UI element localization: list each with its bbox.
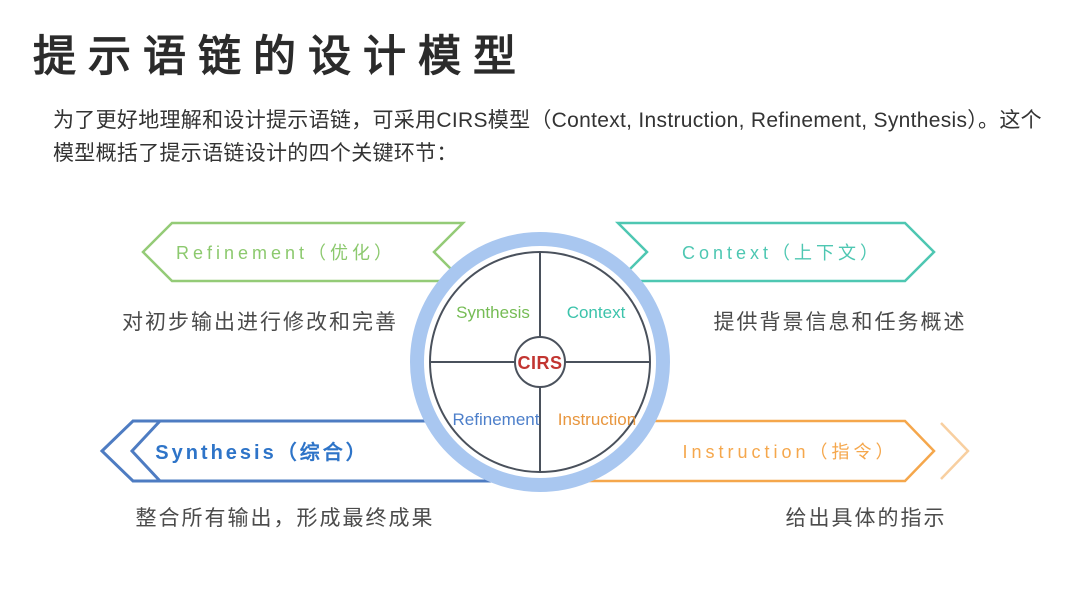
intro-line-1: 为了更好地理解和设计提示语链，可采用CIRS模型（Context, Instru… [53, 109, 1042, 132]
intro-paragraph: 为了更好地理解和设计提示语链，可采用CIRS模型（Context, Instru… [53, 104, 1042, 170]
context-description: 提供背景信息和任务概述 [713, 311, 967, 334]
instruction-banner-label: Instruction（指令） [682, 442, 897, 462]
refinement-banner-label: Refinement（优化） [176, 243, 396, 263]
synthesis-banner-inner-chevron [129, 419, 162, 483]
intro-line-2: 模型概括了提示语链设计的四个关键环节： [53, 142, 458, 165]
page-title: 提示语链的设计模型 [33, 33, 528, 81]
instruction-banner-outer-chevron [940, 422, 970, 480]
center-hub-label: CIRS [517, 353, 562, 373]
context-banner-label: Context（上下文） [682, 243, 882, 263]
synthesis-banner-label: Synthesis（综合） [155, 440, 368, 464]
refinement-banner-shape [141, 221, 467, 283]
quadrant-label-refinement: Refinement [453, 410, 540, 429]
instruction-description: 给出具体的指示 [785, 507, 947, 530]
quadrant-label-instruction: Instruction [558, 410, 636, 429]
refinement-description: 对初步输出进行修改和完善 [122, 311, 398, 334]
synthesis-description: 整合所有输出，形成最终成果 [135, 507, 435, 530]
quadrant-label-context: Context [567, 303, 626, 322]
center-hub-circle [514, 336, 566, 388]
quadrant-label-synthesis: Synthesis [456, 303, 530, 322]
